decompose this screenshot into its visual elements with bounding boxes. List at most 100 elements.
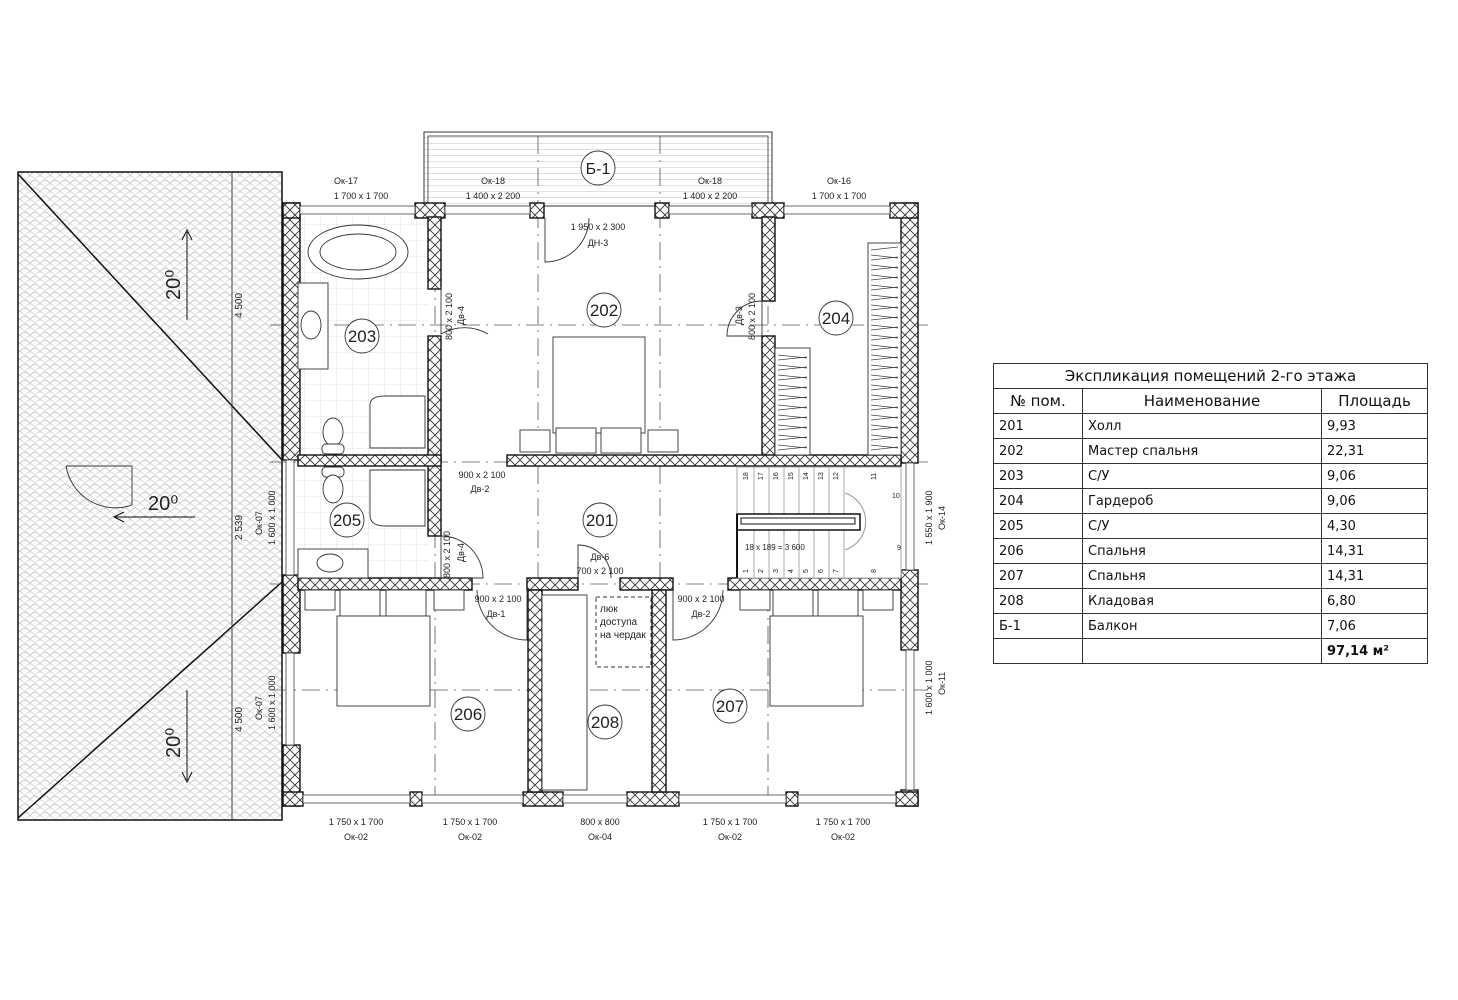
svg-text:1 700 x 1 700: 1 700 x 1 700	[334, 191, 389, 201]
cell-name: Холл	[1082, 413, 1322, 439]
stair-step-number: 14	[803, 472, 810, 480]
svg-text:Дв-6: Дв-6	[591, 552, 610, 562]
svg-text:Ок-07: Ок-07	[254, 511, 264, 535]
hanger	[870, 276, 899, 281]
window-right-1-label: 1 550 x 1 900 Ок-14	[924, 490, 947, 545]
cell-area: 9,06	[1321, 488, 1428, 514]
cell-name: С/У	[1082, 513, 1322, 539]
cell-name: Спальня	[1082, 563, 1322, 589]
stair-step-number: 1	[743, 569, 750, 573]
hanger	[870, 416, 899, 421]
stair-step-number: 7	[833, 569, 840, 573]
svg-text:1 750 x 1 700: 1 750 x 1 700	[816, 817, 871, 827]
window-bottom-1-label: 1 750 x 1 700 Ок-02	[329, 817, 384, 842]
hanger	[870, 336, 899, 341]
stair-step-number: 10	[892, 493, 900, 500]
hanger	[777, 366, 808, 371]
cell-number: 204	[993, 488, 1083, 514]
stair-step-number: 8	[871, 569, 878, 573]
shelving-208	[541, 594, 588, 791]
cell-number: 208	[993, 588, 1083, 614]
svg-text:ДН-3: ДН-3	[588, 238, 609, 248]
svg-text:Ок-02: Ок-02	[344, 832, 368, 842]
svg-text:Ок-04: Ок-04	[588, 832, 612, 842]
bed-202	[519, 336, 679, 454]
stair-step-number: 11	[871, 473, 878, 480]
stair-step-number: 17	[758, 472, 765, 480]
svg-text:1 600 x 1 000: 1 600 x 1 000	[267, 490, 277, 545]
window-top-3-label: Ок-18 1 400 x 2 200	[683, 176, 738, 201]
toilet-203	[321, 417, 345, 455]
hanger	[870, 386, 899, 391]
door-label-5: Дв-6 700 x 2 100	[576, 552, 623, 576]
room-schedule-table: Экспликация помещений 2-го этажа № пом. …	[993, 363, 1428, 664]
attic-hatch: люк доступа на чердак	[595, 596, 652, 668]
svg-text:Дв-4: Дв-4	[456, 543, 466, 562]
hanger	[777, 436, 808, 441]
hanger	[870, 436, 899, 441]
window-bottom-4-label: 1 750 x 1 700 Ок-02	[703, 817, 758, 842]
svg-text:800 x 2 100: 800 x 2 100	[747, 293, 757, 340]
stair-step-number: 3	[773, 569, 780, 573]
cell-number: Б-1	[993, 613, 1083, 639]
door-label-4: 800 x 2 100 Дв-4	[442, 531, 466, 578]
stair-step-number: 12	[833, 472, 840, 480]
dimension-left-1: 4 500	[234, 293, 245, 318]
cell-name: Спальня	[1082, 538, 1322, 564]
table-total-row: 97,14 м²	[993, 638, 1428, 664]
stair-formula: 18 x 189 = 3 600	[745, 543, 805, 552]
bed-207	[739, 589, 894, 707]
hanger	[870, 396, 899, 401]
svg-text:208: 208	[591, 713, 619, 732]
cell-name: Гардероб	[1082, 488, 1322, 514]
roof-slope-bottom: 20⁰	[163, 690, 193, 784]
header-number: № пом.	[993, 388, 1083, 414]
svg-text:1 750 x 1 700: 1 750 x 1 700	[703, 817, 758, 827]
svg-text:203: 203	[348, 327, 376, 346]
balcony-door-label: 1 950 x 2 300 ДН-3	[571, 222, 626, 248]
svg-text:Ок-16: Ок-16	[827, 176, 851, 186]
sink-205	[297, 548, 369, 579]
stair-step-number: 9	[897, 545, 901, 552]
svg-text:1 400 x 2 200: 1 400 x 2 200	[466, 191, 521, 201]
header-area: Площадь	[1321, 388, 1428, 414]
window-bottom-2-label: 1 750 x 1 700 Ок-02	[443, 817, 498, 842]
stair-step-number: 15	[788, 472, 795, 480]
wardrobe-204	[544, 242, 902, 791]
svg-text:Дв-3: Дв-3	[734, 306, 744, 325]
room-marker-205: 205	[329, 502, 365, 538]
hanger	[777, 446, 808, 451]
cell-name: Кладовая	[1082, 588, 1322, 614]
svg-text:Ок-14: Ок-14	[937, 506, 947, 530]
svg-text:20⁰: 20⁰	[163, 270, 185, 300]
door-label-2: Дв-3 800 x 2 100	[734, 293, 757, 340]
stair-step-number: 18	[743, 472, 750, 480]
door-swings	[65, 217, 763, 641]
cell-name: Балкон	[1082, 613, 1322, 639]
svg-text:Ок-07: Ок-07	[254, 696, 264, 720]
cell-area: 22,31	[1321, 438, 1428, 464]
dimension-left-3: 4 500	[234, 707, 245, 732]
svg-text:1 550 x 1 900: 1 550 x 1 900	[924, 490, 934, 545]
hanger	[870, 366, 899, 371]
cell-area: 14,31	[1321, 563, 1428, 589]
svg-text:Ок-02: Ок-02	[718, 832, 742, 842]
svg-text:800 x 2 100: 800 x 2 100	[442, 531, 452, 578]
svg-text:206: 206	[454, 705, 482, 724]
window-left-2-label: Ок-07 1 600 x 1 000	[254, 675, 277, 730]
hanger	[870, 426, 899, 431]
stair-step-number: 6	[818, 569, 825, 573]
hanger	[870, 326, 899, 331]
stair-step-number: 5	[803, 569, 810, 573]
room-marker-202: 202	[586, 292, 622, 328]
roof-slope-top: 20⁰	[163, 228, 193, 320]
table-title: Экспликация помещений 2-го этажа	[993, 363, 1428, 389]
toilet-205	[321, 466, 345, 504]
